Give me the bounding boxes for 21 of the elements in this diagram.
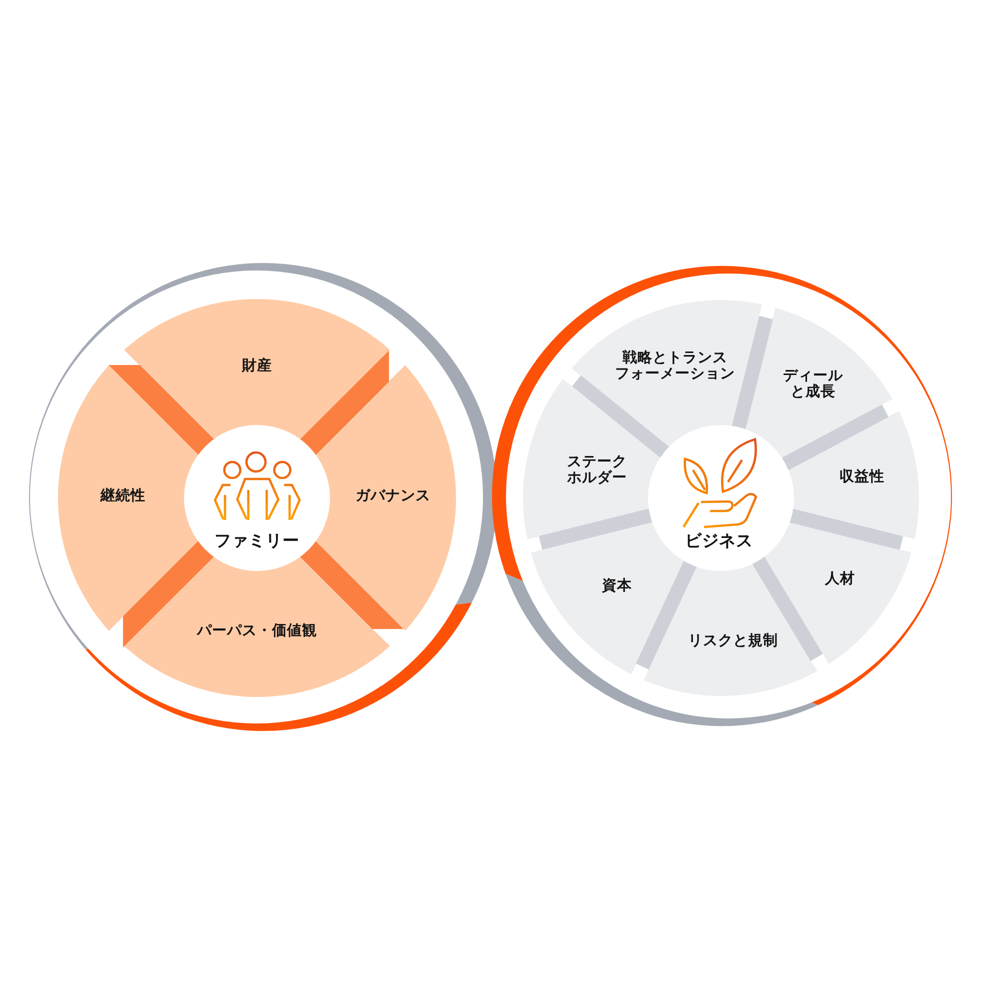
segment-label: ディールと成長 <box>782 369 844 401</box>
node-label: ビジネス <box>685 532 753 550</box>
node-label: ファミリー <box>214 532 300 550</box>
segment-label: 財産 <box>242 359 272 375</box>
segment-label: パーパス・価値観 <box>197 624 317 640</box>
segment-label: 継続性 <box>100 489 146 505</box>
ring-segment <box>781 404 919 540</box>
segment-label: ガバナンス <box>356 489 430 505</box>
segment-label: 資本 <box>602 579 632 595</box>
ring-segment <box>763 508 912 665</box>
circle-ring <box>492 266 952 726</box>
segment-label: 戦略とトランスフォーメーション <box>614 351 736 383</box>
ring-segment <box>523 378 662 550</box>
segment-label: リスクと規制 <box>688 634 778 650</box>
ring-segment <box>58 365 214 648</box>
ring-segment <box>108 299 390 455</box>
segment-label: ステークホルダー <box>566 455 628 487</box>
segment-label: 収益性 <box>840 470 884 486</box>
ring-segment <box>643 556 823 696</box>
circle-ring <box>29 263 497 731</box>
segment-label: 人材 <box>825 572 855 588</box>
